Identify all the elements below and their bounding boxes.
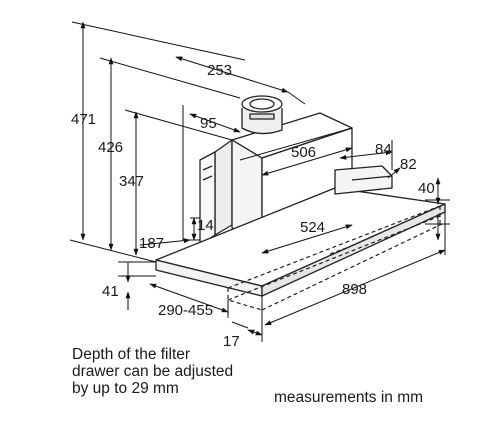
dim-label-290-455: 290-455	[158, 302, 213, 319]
dimension-labels: 471 426 347 253 95 506 84 82 40 14 524 1…	[71, 62, 435, 350]
dim-label-524: 524	[300, 219, 325, 236]
dim-label-506: 506	[291, 144, 316, 161]
dim-label-347: 347	[119, 173, 144, 190]
dimension-lines	[69, 21, 450, 342]
dim-label-471: 471	[71, 111, 96, 128]
filter-note-line-1: Depth of the filter	[72, 346, 191, 363]
dim-label-17: 17	[223, 333, 240, 350]
dim-label-253: 253	[207, 62, 232, 79]
body-side-face	[214, 139, 233, 236]
dim-label-187: 187	[139, 235, 164, 252]
dim-label-95: 95	[200, 115, 217, 132]
filter-depth-note: Depth of the filter drawer can be adjust…	[72, 346, 233, 397]
dim-label-41: 41	[102, 283, 119, 300]
filter-note-line-2: drawer can be adjusted	[72, 363, 234, 380]
bracket-left	[199, 151, 216, 246]
dim-label-82: 82	[400, 156, 417, 173]
dim-label-14: 14	[197, 217, 214, 234]
dim-label-426: 426	[98, 139, 123, 156]
units-note: measurements in mm	[274, 389, 424, 406]
dim-label-84: 84	[375, 141, 392, 158]
rear-rail	[334, 165, 393, 195]
dim-label-898: 898	[342, 281, 367, 298]
filter-note-line-3: by up to 29 mm	[72, 380, 179, 397]
dim-label-40: 40	[418, 180, 435, 197]
